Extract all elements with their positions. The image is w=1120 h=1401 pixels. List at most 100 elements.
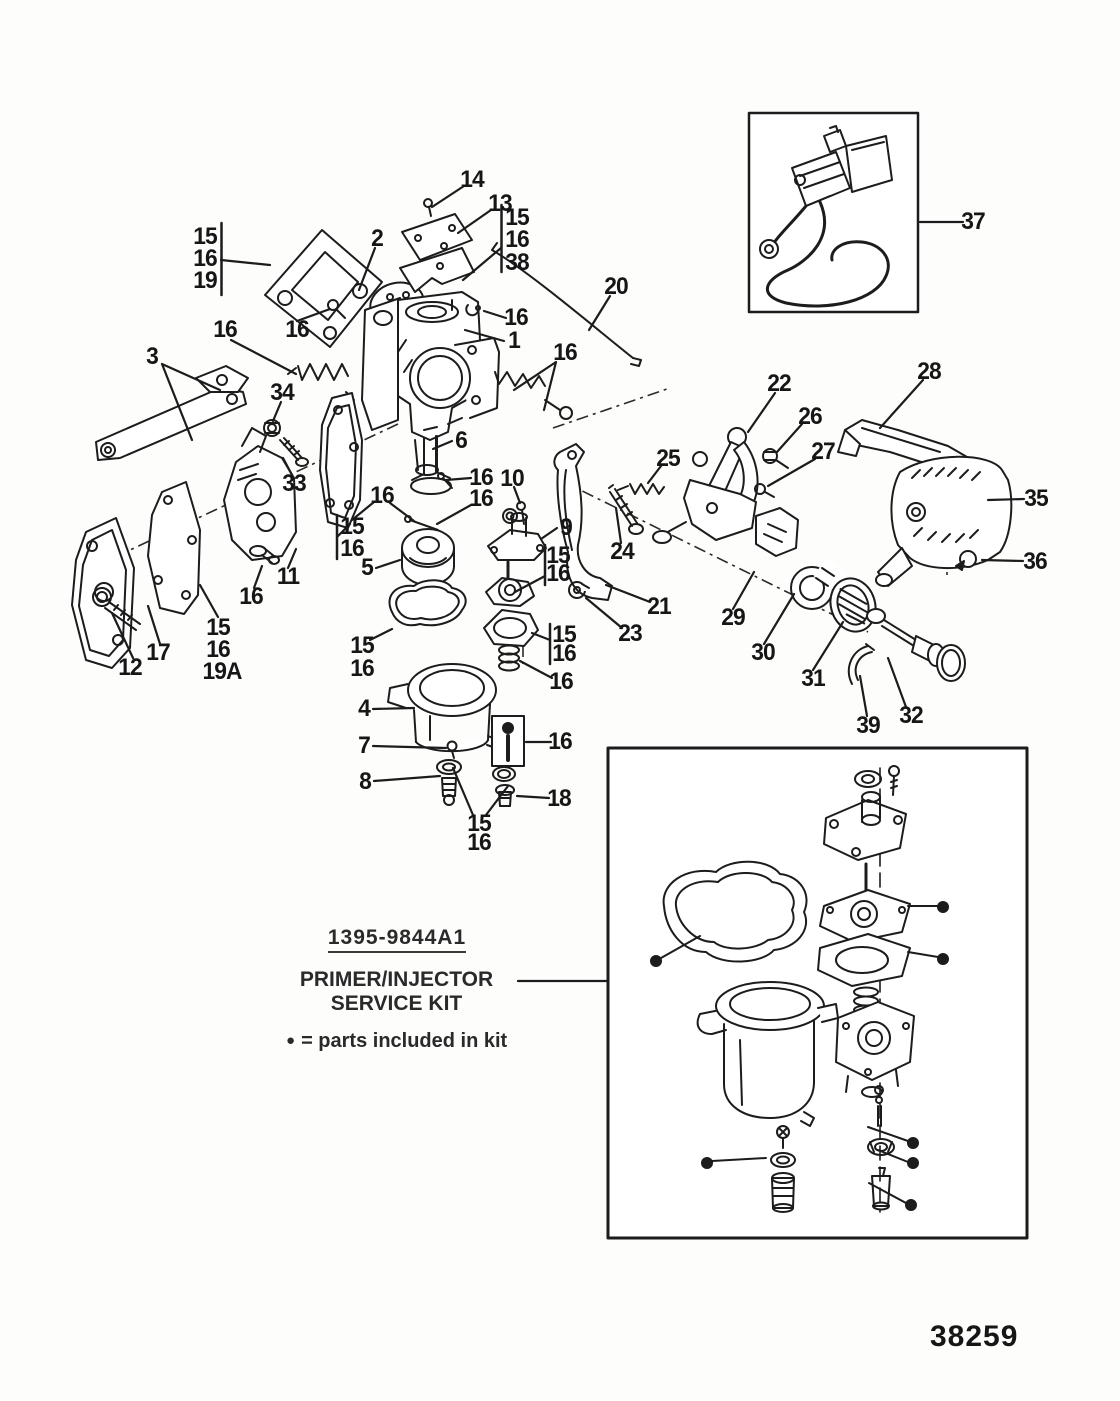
callout-16: 16 — [370, 482, 394, 509]
part-float-8 — [436, 759, 462, 806]
part-screw-33 — [279, 437, 309, 467]
kit-seal-ring — [770, 1152, 796, 1168]
callout-1: 1 — [508, 327, 521, 354]
part-needle-packet-16 — [491, 715, 525, 767]
kit-part-number-text: 1395-9844A1 — [327, 926, 467, 953]
part-ring-5 — [401, 528, 455, 586]
callout-37: 37 — [961, 208, 985, 235]
callout-15: 15 — [350, 632, 374, 659]
callout-16: 16 — [206, 636, 230, 663]
callout-15: 15 — [505, 204, 529, 231]
part-carburetor-body-1 — [361, 291, 500, 476]
part-gasket-cover-15-16-19 — [264, 229, 383, 348]
callout-16: 16 — [504, 304, 528, 331]
kit-title-line1: PRIMER/INJECTOR — [299, 968, 494, 991]
part-nut-34 — [263, 419, 281, 437]
kit-title-line2: SERVICE KIT — [330, 992, 463, 1016]
callout-12: 12 — [118, 654, 142, 681]
part-screw-26 — [762, 448, 789, 469]
callout-19A: 19A — [202, 658, 243, 685]
callout-16: 16 — [213, 316, 237, 343]
kit-plug-cylinder — [771, 1172, 795, 1213]
callout-30: 30 — [751, 639, 775, 666]
callout-11: 11 — [276, 563, 300, 590]
kit-box — [606, 746, 1029, 1240]
callout-15: 15 — [206, 614, 230, 641]
callout-15: 15 — [546, 542, 570, 569]
callout-16: 16 — [553, 339, 577, 366]
callout-16: 16 — [239, 583, 263, 610]
kit-legend-bullet: ● — [286, 1032, 296, 1049]
part-pump-body-11 — [223, 427, 297, 561]
part-housing-35 — [875, 455, 1013, 587]
callout-39: 39 — [856, 712, 880, 739]
kit-title: PRIMER/INJECTOR SERVICE KIT — [284, 968, 509, 1016]
kit-part-number: 1395-9844A1 — [302, 926, 492, 953]
kit-bullet-markers — [650, 901, 949, 1211]
callout-35: 35 — [1024, 485, 1048, 512]
callout-15: 15 — [340, 513, 364, 540]
kit-legend-text: = parts included in kit — [301, 1030, 508, 1052]
callout-16: 16 — [505, 226, 529, 253]
part-gasket-33 — [319, 392, 363, 529]
part-cover-13 — [401, 213, 473, 261]
callout-2: 2 — [371, 225, 384, 252]
kit-diaphragm — [819, 862, 911, 943]
callout-16: 16 — [469, 485, 493, 512]
part-plug-16 — [249, 545, 280, 565]
callout-5: 5 — [361, 554, 374, 581]
part-spring-16-mid — [498, 644, 520, 672]
part-needle-16 — [437, 472, 453, 489]
callout-15: 15 — [467, 810, 491, 837]
callout-16: 16 — [469, 464, 493, 491]
callout-27: 27 — [811, 438, 835, 465]
part-clip-16 — [465, 304, 481, 317]
part-gasket-15-16-19A — [147, 481, 201, 615]
callout-16: 16 — [552, 640, 576, 667]
drawing-number: 38259 — [930, 1320, 1019, 1353]
part-solenoid-37 — [759, 125, 893, 308]
callout-38: 38 — [505, 249, 529, 276]
part-plunger-32 — [866, 608, 966, 682]
callout-4: 4 — [358, 695, 371, 722]
part-spring-16-right — [494, 371, 573, 420]
callout-23: 23 — [618, 620, 642, 647]
callout-16: 16 — [546, 560, 570, 587]
part-spring-25 — [617, 483, 665, 495]
callout-16: 16 — [350, 655, 374, 682]
part-gasket-ring-plate — [483, 609, 539, 647]
part-diaphragm-9 — [485, 560, 535, 607]
callout-6: 6 — [455, 427, 468, 454]
part-bowl-gasket — [388, 579, 467, 627]
kit-inlet-parts — [867, 1085, 895, 1211]
part-ball-36 — [955, 550, 977, 571]
callout-8: 8 — [359, 768, 372, 795]
part-bracket-22 — [652, 427, 759, 544]
callout-32: 32 — [899, 702, 923, 729]
part-ring-18 — [492, 766, 516, 782]
callout-10: 10 — [500, 465, 524, 492]
callout-16: 16 — [548, 728, 572, 755]
inset-box-37 — [747, 111, 920, 314]
callout-22: 22 — [767, 370, 791, 397]
part-cam-29 — [755, 507, 799, 557]
callout-7: 7 — [358, 732, 371, 759]
kit-pump-cover — [823, 791, 907, 861]
callout-18: 18 — [547, 785, 571, 812]
part-screw-27 — [754, 483, 775, 498]
callout-28: 28 — [917, 358, 941, 385]
part-hook-39 — [847, 643, 875, 685]
part-gasket-13 — [399, 247, 475, 293]
callout-33: 33 — [282, 470, 306, 497]
part-throttle-lever-3 — [95, 365, 249, 461]
callout-24: 24 — [610, 538, 634, 565]
callout-36: 36 — [1023, 548, 1047, 575]
callout-16: 16 — [193, 245, 217, 272]
callout-leader-lines — [110, 184, 1026, 983]
callout-34: 34 — [270, 379, 294, 406]
part-screw-12 — [92, 587, 141, 631]
callout-9: 9 — [560, 514, 573, 541]
